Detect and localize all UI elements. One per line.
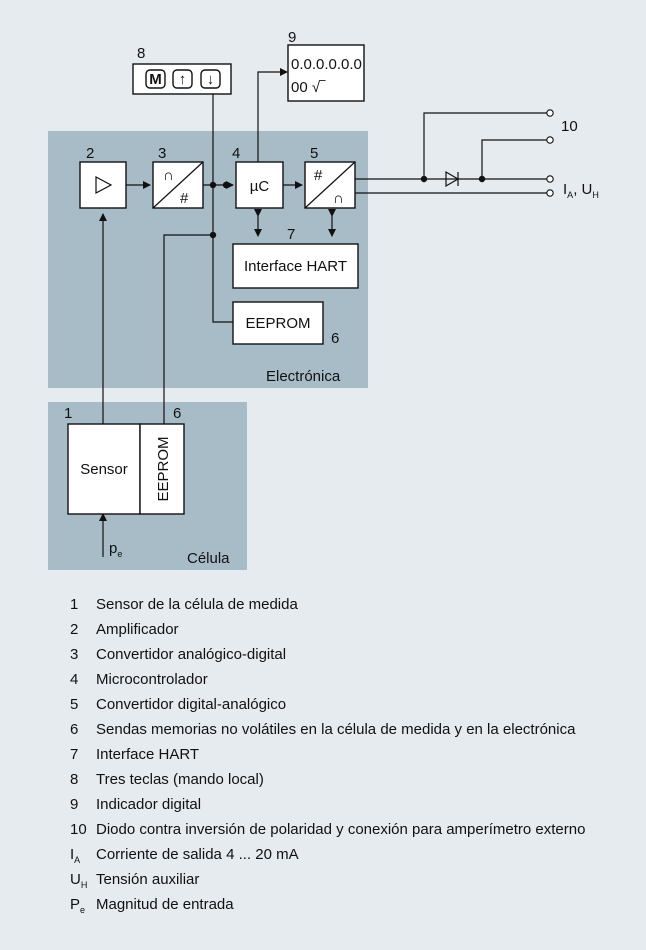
legend-text: Convertidor analógico-digital xyxy=(96,646,287,663)
label-7: 7 xyxy=(287,226,295,243)
legend-key: 2 xyxy=(70,621,79,638)
output-label: IA, UH xyxy=(563,181,599,200)
label-6-electronics: 6 xyxy=(331,330,339,347)
legend-text: Magnitud de entrada xyxy=(96,896,234,913)
eeprom-electronics-label: EEPROM xyxy=(245,315,310,332)
legend-key: 10 xyxy=(70,821,87,838)
legend-text: Microcontrolador xyxy=(96,671,208,688)
sensor-label: Sensor xyxy=(80,461,128,478)
legend-text: Amplificador xyxy=(96,621,179,638)
legend-key: IA xyxy=(70,846,81,865)
label-2: 2 xyxy=(86,145,94,162)
key-down-button: ↓ xyxy=(200,69,221,89)
ad-analog-symbol: ∩ xyxy=(163,167,174,184)
label-1: 1 xyxy=(64,405,72,422)
legend-text: Sendas memorias no volátiles en la célul… xyxy=(96,721,576,738)
digital-display-block xyxy=(287,44,365,102)
hart-interface-block xyxy=(232,243,359,289)
label-10: 10 xyxy=(561,118,578,135)
legend-item: IA Corriente de salida 4 ... 20 mA xyxy=(70,845,630,870)
input-label: pe xyxy=(109,540,122,559)
legend-item: 5 Convertidor digital-analógico xyxy=(70,695,630,720)
eeprom-electronics-block xyxy=(232,301,324,345)
key-m-label: M xyxy=(149,71,162,88)
eeprom-cell-label: EEPROM xyxy=(155,436,172,501)
legend-item: 3 Convertidor analógico-digital xyxy=(70,645,630,670)
microcontroller-label: µC xyxy=(250,178,270,195)
label-3: 3 xyxy=(158,145,166,162)
da-digital-symbol: # xyxy=(314,167,323,184)
junction-dots xyxy=(209,175,486,239)
legend-item: 6 Sendas memorias no volátiles en la célu… xyxy=(70,720,630,745)
legend-item: 10 Diodo contra inversión de polaridad y … xyxy=(70,820,630,845)
legend-text: Interface HART xyxy=(96,746,200,763)
legend-text: Indicador digital xyxy=(96,796,202,813)
key-up-label: ↑ xyxy=(179,71,187,88)
label-4: 4 xyxy=(232,145,240,162)
amplifier-block xyxy=(79,161,127,209)
display-line2: 00 √‾ xyxy=(291,79,326,96)
legend: 1 Sensor de la célula de medida 2 Amplifica… xyxy=(70,595,630,920)
legend-text: Sensor de la célula de medida xyxy=(96,596,298,613)
amplifier-triangle-icon xyxy=(95,176,113,194)
legend-key: UH xyxy=(70,871,88,890)
legend-key: 3 xyxy=(70,646,79,663)
legend-text: Tensión auxiliar xyxy=(96,871,200,888)
ad-diagonal-icon xyxy=(152,161,204,209)
legend-text: Tres teclas (mando local) xyxy=(96,771,264,788)
legend-item: 1 Sensor de la célula de medida xyxy=(70,595,630,620)
da-analog-symbol: ∩ xyxy=(333,190,344,207)
display-line1: 0.0.0.0.0.0 xyxy=(291,56,362,73)
legend-item: UH Tensión auxiliar xyxy=(70,870,630,895)
legend-item: 4 Microcontrolador xyxy=(70,670,630,695)
cell-region-label: Célula xyxy=(187,550,230,567)
legend-key: 8 xyxy=(70,771,79,788)
eeprom-cell-block xyxy=(139,423,185,515)
label-8: 8 xyxy=(137,45,145,62)
legend-text: Convertidor digital-analógico xyxy=(96,696,287,713)
ad-digital-symbol: # xyxy=(180,190,189,207)
electronics-region-label: Electrónica xyxy=(266,368,341,385)
label-6-cell: 6 xyxy=(173,405,181,422)
legend-item: 8 Tres teclas (mando local) xyxy=(70,770,630,795)
block-diagram: ∩ # µC # ∩ Interface HART EEPROM M ↑ ↓ 0… xyxy=(48,29,599,570)
key-m-button: M xyxy=(145,69,166,89)
legend-key: 6 xyxy=(70,721,79,738)
legend-key: 9 xyxy=(70,796,79,813)
legend-text: Diodo contra inversión de polaridad y co… xyxy=(96,821,586,838)
microcontroller-block xyxy=(235,161,284,209)
legend-item: 2 Amplificador xyxy=(70,620,630,645)
key-down-label: ↓ xyxy=(207,71,215,88)
connection-lines xyxy=(99,68,547,557)
label-5: 5 xyxy=(310,145,318,162)
legend-key: 7 xyxy=(70,746,79,763)
legend-item: Pe Magnitud de entrada xyxy=(70,895,630,920)
legend-key: 4 xyxy=(70,671,79,688)
sensor-block xyxy=(67,423,141,515)
da-diagonal-icon xyxy=(304,161,356,209)
label-9: 9 xyxy=(288,29,296,46)
key-up-button: ↑ xyxy=(172,69,193,89)
legend-text: Corriente de salida 4 ... 20 mA xyxy=(96,846,299,863)
legend-item: 9 Indicador digital xyxy=(70,795,630,820)
legend-key: Pe xyxy=(70,896,86,915)
legend-key: 5 xyxy=(70,696,79,713)
legend-item: 7 Interface HART xyxy=(70,745,630,770)
hart-interface-label: Interface HART xyxy=(244,258,347,275)
output-terminals xyxy=(546,109,554,197)
legend-key: 1 xyxy=(70,596,79,613)
